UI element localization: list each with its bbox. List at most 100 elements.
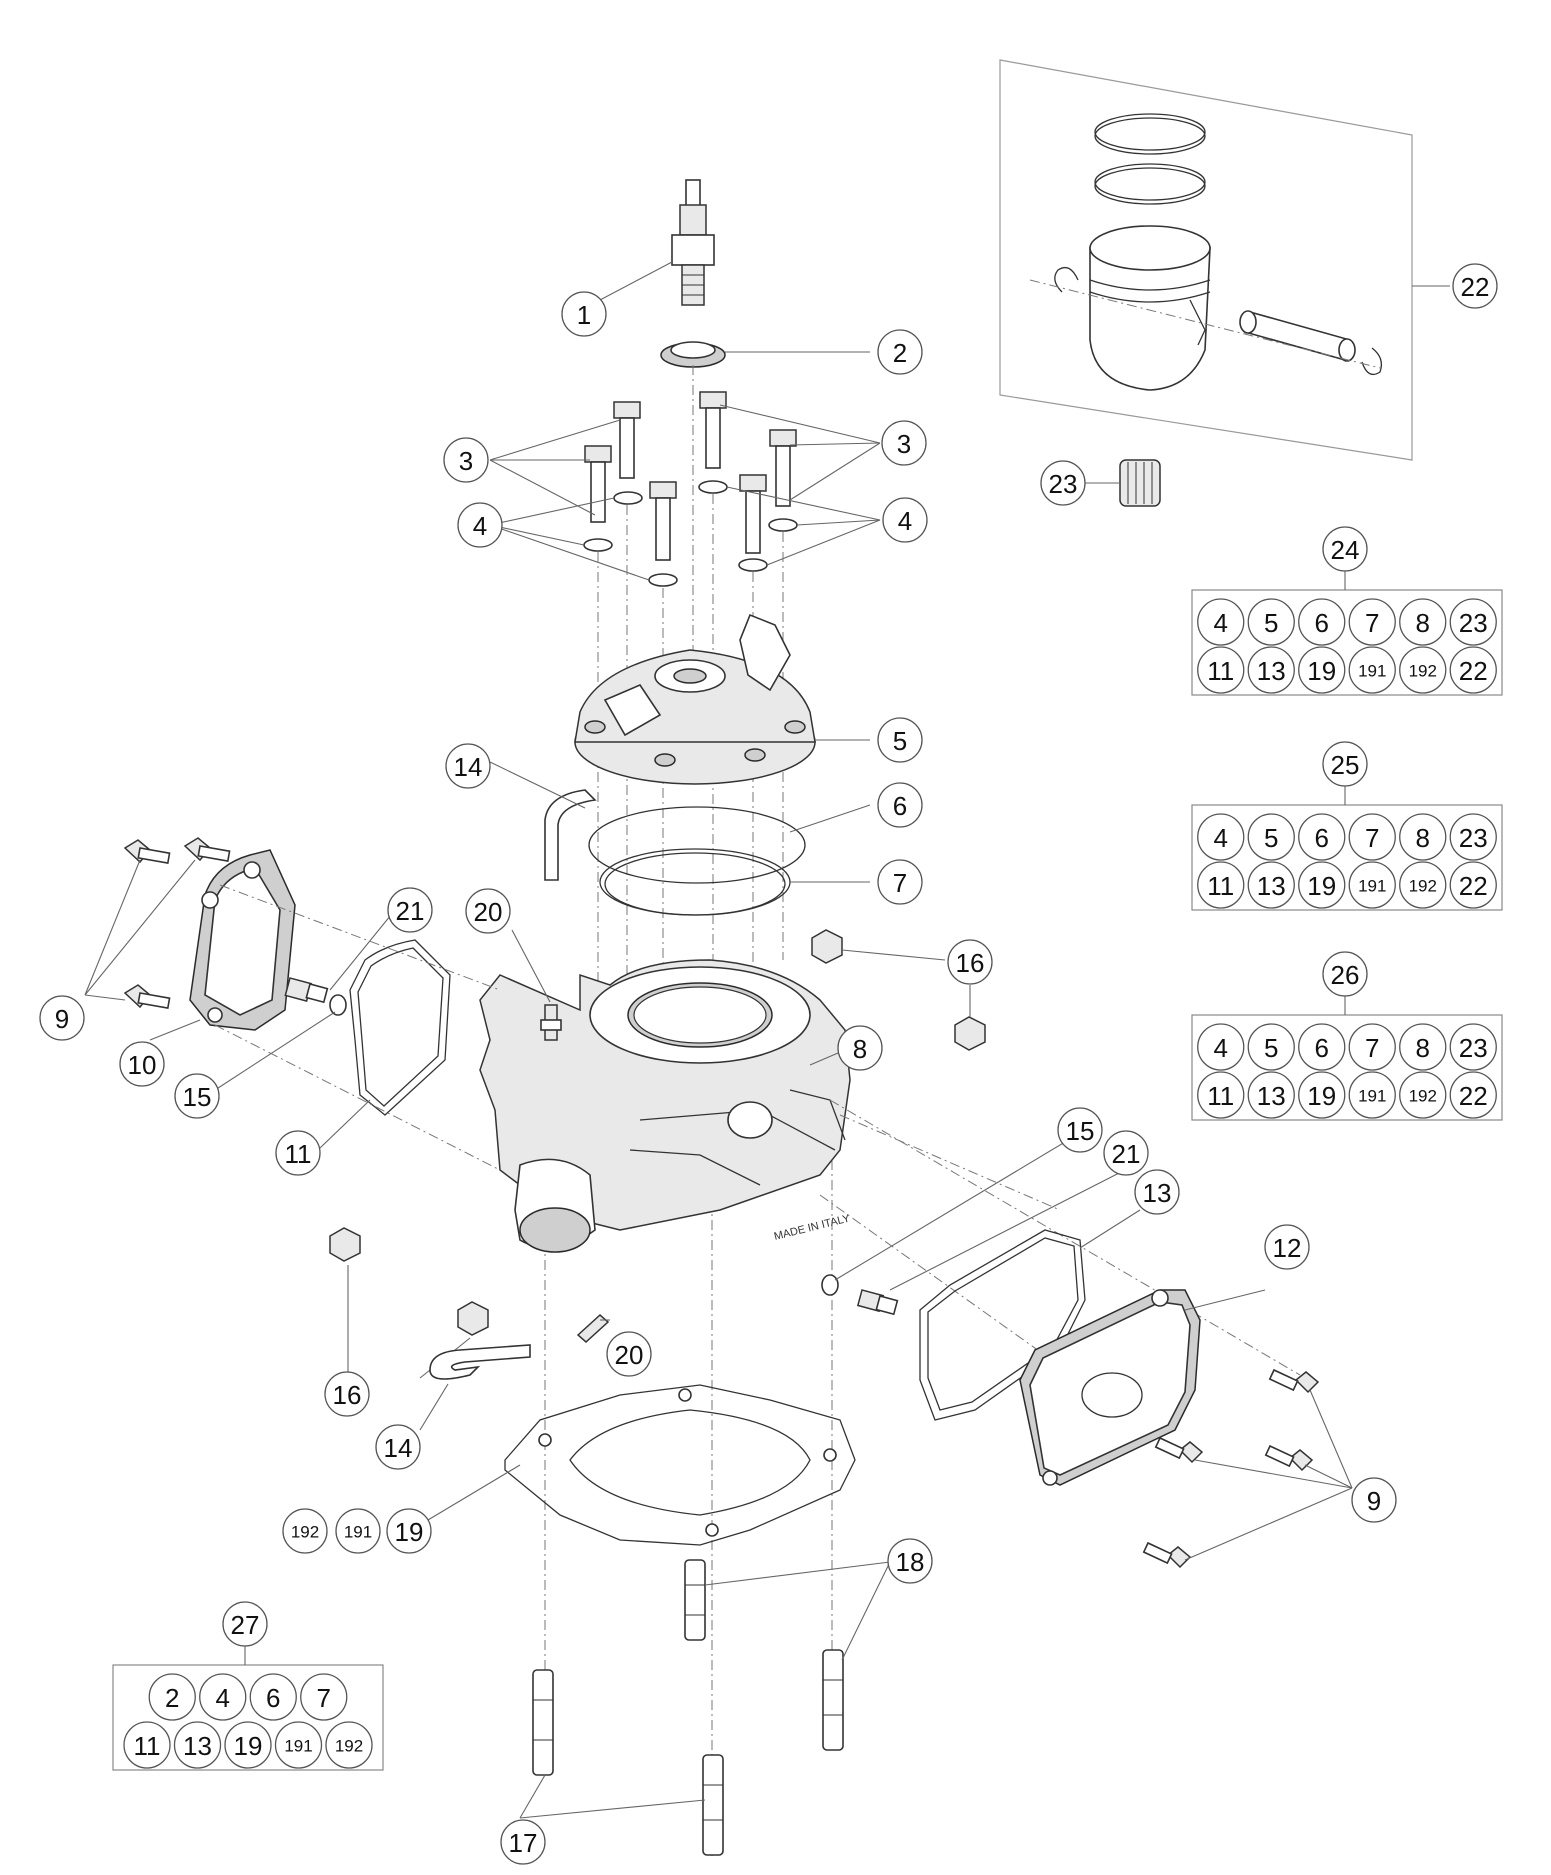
circlip-left (1054, 266, 1079, 293)
kit-24-item-19: 19 (1298, 646, 1346, 694)
needle-bearing (1085, 459, 1161, 507)
callout-2-label: 2 (893, 338, 907, 368)
callout-14: 14 (375, 1424, 421, 1470)
kit-24-item-4-label: 4 (1214, 608, 1228, 638)
cylinder-nuts (329, 929, 986, 1379)
callout-4-label: 4 (898, 506, 912, 536)
kit-25-item-11-label: 11 (1207, 871, 1234, 901)
kit-27-item-191-label: 191 (284, 1737, 312, 1756)
kit-26-item-19: 19 (1298, 1071, 1346, 1119)
head-bolt-washers (489, 480, 881, 587)
cover-bolts-right (1142, 1368, 1353, 1569)
callout-191-label: 191 (344, 1523, 372, 1542)
piston-pin (1239, 310, 1356, 362)
nipple-fitting-lower (576, 1313, 610, 1344)
kit-27-label-label: 27 (231, 1610, 260, 1640)
callout-13-label: 13 (1143, 1178, 1172, 1208)
dowel-pins (519, 1559, 891, 1856)
kit-24-item-23-label: 23 (1459, 608, 1488, 638)
kit-27-label: 27 (222, 1601, 268, 1647)
callout-18-label: 18 (896, 1547, 925, 1577)
kit-24-item-5-label: 5 (1264, 608, 1278, 638)
kit-27-item-7: 7 (300, 1673, 348, 1721)
callout-21-label: 21 (1112, 1139, 1141, 1169)
kit-27-item-192: 192 (325, 1721, 373, 1769)
callout-13: 13 (1134, 1169, 1180, 1215)
kit-24-label: 24 (1322, 526, 1368, 572)
hose-lower (419, 1344, 531, 1431)
kit-26-item-192: 192 (1399, 1071, 1447, 1119)
kit-24-item-19-label: 19 (1307, 656, 1336, 686)
callout-23: 23 (1040, 460, 1086, 506)
kit-24-item-8: 8 (1399, 598, 1447, 646)
hose-upper (489, 761, 597, 881)
cylinder-head (574, 613, 870, 785)
kit-25-item-19: 19 (1298, 861, 1346, 909)
kit-27-item-13: 13 (173, 1721, 222, 1769)
kit-27-item-13-label: 13 (183, 1731, 212, 1761)
callout-16: 16 (324, 1371, 370, 1417)
callout-20-label: 20 (474, 897, 503, 927)
kit-27-item-11-label: 11 (134, 1731, 161, 1761)
callout-8: 8 (837, 1025, 883, 1071)
base-gasket (427, 1384, 856, 1546)
circlip-right (1361, 347, 1383, 376)
kit-25-item-8-label: 8 (1416, 823, 1430, 853)
kit-25-item-6-label: 6 (1315, 823, 1329, 853)
valve-gasket-left (319, 939, 451, 1149)
kit-26-label-label: 26 (1331, 960, 1360, 990)
callout-14: 14 (445, 743, 491, 789)
callout-16: 16 (947, 939, 993, 985)
callout-3: 3 (443, 437, 489, 483)
kit-25-item-5: 5 (1247, 813, 1295, 861)
kit-24-item-6: 6 (1298, 598, 1346, 646)
callout-10-label: 10 (128, 1050, 157, 1080)
nipple-fitting-upper (511, 929, 562, 1041)
kit-26-item-11-label: 11 (1207, 1081, 1234, 1111)
kit-26-label: 26 (1322, 951, 1368, 997)
kit-24-item-22: 22 (1449, 646, 1497, 694)
kit-26-item-191-label: 191 (1358, 1087, 1386, 1106)
callout-7-label: 7 (893, 868, 907, 898)
kit-25-item-13: 13 (1247, 861, 1295, 909)
callout-6-label: 6 (893, 791, 907, 821)
kit-25-label-label: 25 (1331, 750, 1360, 780)
kit-24-item-191-label: 191 (1358, 662, 1386, 681)
kit-26-item-11: 11 (1197, 1071, 1245, 1119)
kit-box-24 (1191, 570, 1503, 696)
washer-right (821, 1141, 1066, 1296)
callout-3-label: 3 (897, 429, 911, 459)
callout-9: 9 (1351, 1477, 1397, 1523)
callout-11: 11 (275, 1130, 321, 1176)
head-o-ring-outer (588, 804, 871, 884)
kit-26-item-4: 4 (1197, 1023, 1245, 1071)
callout-5-label: 5 (893, 726, 907, 756)
kit-27-item-4: 4 (199, 1673, 247, 1721)
kit-26-item-7: 7 (1348, 1023, 1396, 1071)
callout-15: 15 (1057, 1107, 1103, 1153)
kit-24-item-6-label: 6 (1315, 608, 1329, 638)
callout-15: 15 (174, 1073, 220, 1119)
callout-191: 191 (335, 1508, 381, 1554)
kit-24-label-label: 24 (1331, 535, 1360, 565)
callout-15-label: 15 (1066, 1116, 1095, 1146)
kit-26-item-5-label: 5 (1264, 1033, 1278, 1063)
callout-1: 1 (561, 291, 607, 337)
callout-12: 12 (1264, 1224, 1310, 1270)
kit-27-item-6-label: 6 (266, 1683, 280, 1713)
kit-25-item-191-label: 191 (1358, 877, 1386, 896)
valve-cover-left (149, 849, 296, 1041)
callout-2: 2 (877, 329, 923, 375)
kit-24-item-11: 11 (1197, 646, 1245, 694)
callout-17: 17 (500, 1819, 546, 1865)
callout-22: 22 (1452, 263, 1498, 309)
callout-16-label: 16 (956, 948, 985, 978)
kit-26-item-7-label: 7 (1365, 1033, 1379, 1063)
kit-24-item-23: 23 (1449, 598, 1497, 646)
spark-plug (599, 179, 715, 306)
kit-27-item-7-label: 7 (317, 1683, 331, 1713)
kit-26-item-8: 8 (1399, 1023, 1447, 1071)
callout-21: 21 (1103, 1130, 1149, 1176)
